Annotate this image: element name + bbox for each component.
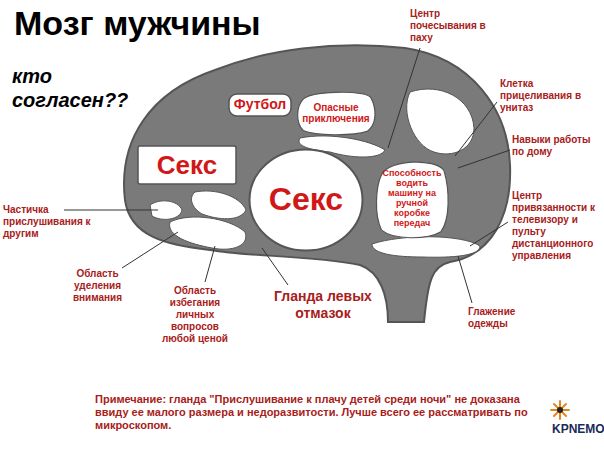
leader-line xyxy=(470,222,508,246)
callout-label: Центр привязанности к телевизору и пульт… xyxy=(512,190,600,262)
node-text: Секс xyxy=(157,151,217,180)
leader-line xyxy=(458,150,510,168)
callout-label: Частичка прислушивания к другим xyxy=(3,204,113,240)
leader-line xyxy=(458,256,472,303)
caption: Примечание: гланда "Прислушивание к плач… xyxy=(95,393,535,433)
text-holder: Футбол xyxy=(234,97,287,112)
brain-outline xyxy=(124,45,510,322)
leader-line xyxy=(205,246,215,282)
leader-line xyxy=(64,210,158,211)
node-text: Способность водить машину на ручной коро… xyxy=(380,169,444,228)
region-box: Футбол xyxy=(228,93,292,117)
region-outline xyxy=(376,162,448,238)
callout-label: Область уделения внимания xyxy=(60,268,135,304)
title: Мозг мужчины xyxy=(14,4,261,43)
text-holder: Секс xyxy=(157,151,217,180)
region-blob: Способность водить машину на ручной коро… xyxy=(374,158,450,240)
brain-region xyxy=(372,237,480,257)
brain-region xyxy=(170,217,246,249)
callout-label: Гланда левых отмазок xyxy=(268,288,378,322)
region-outline xyxy=(298,92,375,134)
node-text: Опасные приключения xyxy=(301,102,371,124)
brain-region xyxy=(191,191,246,219)
text-holder: Способность водить машину на ручной коро… xyxy=(380,169,444,228)
leader-line xyxy=(455,102,497,156)
callout-label: Клетка прицеливания в унитаз xyxy=(500,78,590,114)
region-blob: Опасные приключения xyxy=(295,90,377,136)
node-text: Футбол xyxy=(234,97,287,112)
subtitle: кто согласен?? xyxy=(12,64,142,112)
text-holder: Опасные приключения xyxy=(301,102,371,124)
leader-line xyxy=(122,232,178,268)
callout-label: Навыки работы по дому xyxy=(512,134,600,158)
text-holder: Секс xyxy=(269,182,343,217)
leader-line xyxy=(262,248,288,285)
region-outline xyxy=(229,94,291,116)
watermark: KPNEMO xyxy=(552,422,600,436)
callout-label: Глажение одежды xyxy=(468,306,548,330)
callout-label: Центр почесывания в паху xyxy=(410,8,505,44)
callout-label: Область избегания личных вопросов любой … xyxy=(155,285,235,345)
leader-line xyxy=(388,48,420,148)
region-box: Секс xyxy=(137,145,237,185)
node-text: Секс xyxy=(269,182,343,217)
logo-mark xyxy=(551,401,569,419)
region-outline xyxy=(138,146,236,184)
region-outline xyxy=(250,150,363,251)
region-circle: Секс xyxy=(248,148,364,252)
